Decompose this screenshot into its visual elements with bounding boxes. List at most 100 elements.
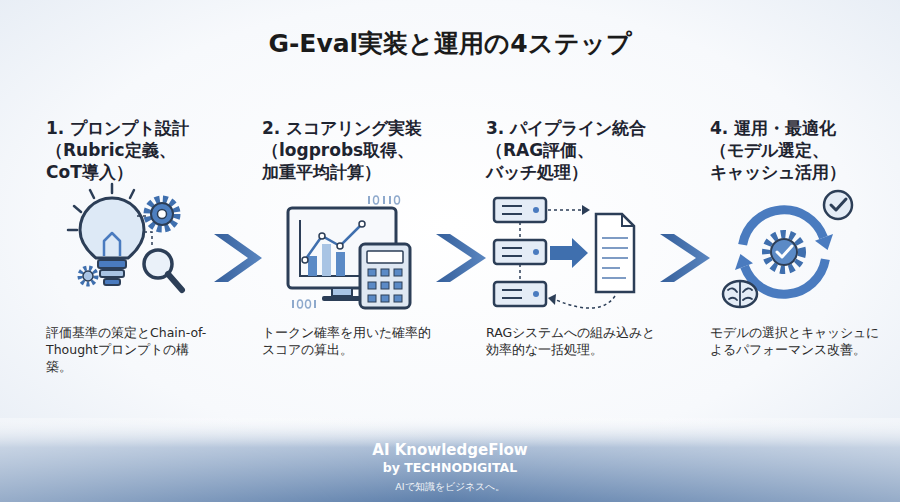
idea-icon: [80, 268, 96, 284]
chart-icon: [374, 196, 379, 204]
pipeline-icon: [582, 205, 590, 215]
idea-icon: [111, 184, 114, 193]
flow-chevron: [436, 234, 486, 282]
footer-band: [0, 418, 900, 502]
idea-icon: [147, 199, 177, 229]
idea-icon: [168, 274, 182, 290]
chart-icon: [381, 269, 389, 276]
idea-icon: [104, 233, 120, 256]
pipeline-icon: [602, 257, 628, 259]
pipeline-icon: [533, 207, 539, 213]
step-heading: 3. パイプライン統合 （RAG評価、 バッチ処理）: [486, 117, 660, 183]
chart-icon: [298, 300, 303, 308]
chart-icon: [288, 196, 410, 308]
chart-icon: [360, 244, 410, 308]
pipeline-icon: [602, 237, 628, 239]
pipeline-icon: [502, 289, 522, 291]
chart-icon: [395, 196, 400, 204]
optimize-icon: [777, 246, 792, 257]
pipeline-icon: [533, 291, 539, 297]
step-box: 1. プロンプト設計 （Rubric定義、 CoT導入）評価基準の策定とChai…: [46, 117, 214, 379]
idea-icon: [90, 190, 94, 198]
chart-icon: [394, 295, 402, 302]
pipeline-icon: [502, 247, 522, 249]
pipeline-icon: [596, 214, 634, 292]
pipeline-icon: [548, 294, 556, 305]
idea-icon: [100, 270, 124, 277]
pipeline-icon: [550, 238, 588, 268]
chart-icon: [319, 233, 325, 239]
optimize-icon: [815, 234, 833, 250]
pipeline-icon: [602, 277, 626, 279]
pipeline-icon: [602, 247, 628, 249]
chart-icon: [381, 282, 389, 289]
idea-icon: [144, 232, 152, 246]
step-box: 4. 運用・最適化 （モデル選定、 キャッシュ活用） モデルの選択とキャッシュによ…: [710, 117, 882, 379]
idea-icon: [136, 215, 146, 217]
chart-icon: [394, 269, 402, 276]
optimize-icon: [771, 239, 797, 265]
idea-icon: [83, 271, 93, 281]
chart-icon: [367, 251, 403, 263]
chart-icon: [314, 300, 316, 308]
optimize-icon: [723, 191, 852, 307]
step-description: RAGシステムへの組み込みと効率的な一括処理。: [486, 324, 660, 358]
chart-icon: [383, 196, 385, 204]
chart-icon: [322, 244, 331, 276]
pipeline-icon: [548, 209, 582, 211]
chart-icon: [302, 257, 308, 263]
step-heading: 4. 運用・最適化 （モデル選定、 キャッシュ活用）: [710, 117, 882, 183]
optimize-icon: [723, 281, 757, 307]
footer-text: by TECHNODIGITAL: [0, 460, 900, 476]
chart-icon: [368, 282, 376, 289]
flow-chevron: [660, 234, 710, 282]
chart-icon: [359, 221, 365, 227]
optimize-icon: [824, 191, 852, 219]
chart-icon: [381, 295, 389, 302]
idea-icon: [68, 229, 77, 232]
optimize-icon: [735, 254, 753, 270]
idea-icon: [158, 210, 167, 219]
idea-icon: [74, 206, 81, 212]
optimize-icon: [766, 234, 802, 270]
step-description: トークン確率を用いた確率的スコアの算出。: [262, 324, 436, 358]
pipeline-icon: [494, 198, 546, 306]
flow-chevron: [214, 234, 262, 282]
chart-icon: [394, 282, 402, 289]
chart-icon: [368, 295, 376, 302]
pipeline-icon: [502, 297, 522, 299]
chart-icon: [368, 269, 376, 276]
chart-icon: [322, 296, 362, 301]
step-description: モデルの選択とキャッシュによるパフォーマンス改善。: [710, 324, 882, 358]
chart-icon: [292, 300, 294, 308]
pipeline-icon: [602, 267, 620, 269]
pipeline-icon: [502, 255, 522, 257]
optimize-icon: [831, 199, 846, 210]
pipeline-icon: [502, 213, 522, 215]
pipeline-icon: [533, 249, 539, 255]
chart-icon: [308, 256, 317, 276]
chart-icon: [337, 243, 343, 249]
idea-icon: [80, 198, 144, 258]
optimize-icon: [728, 282, 752, 306]
pipeline-icon: [556, 296, 615, 308]
footer-text: AIで知識をビジネスへ。: [0, 481, 900, 494]
step-box: 2. スコアリング実装 （logprobs取得、 加重平均計算） トークン確率を用…: [262, 117, 436, 379]
idea-icon: [68, 184, 182, 290]
chart-icon: [368, 196, 370, 204]
chart-icon: [368, 269, 402, 302]
chart-icon: [305, 224, 362, 260]
footer-band: [0, 418, 900, 502]
chart-icon: [336, 252, 345, 276]
chart-icon: [306, 300, 311, 308]
step-heading: 2. スコアリング実装 （logprobs取得、 加重平均計算）: [262, 117, 436, 183]
chart-icon: [389, 196, 391, 204]
idea-icon: [130, 190, 134, 198]
pipeline-icon: [622, 214, 634, 226]
pipeline-icon: [494, 240, 546, 264]
idea-icon: [151, 203, 173, 225]
pipeline-icon: [602, 238, 628, 278]
